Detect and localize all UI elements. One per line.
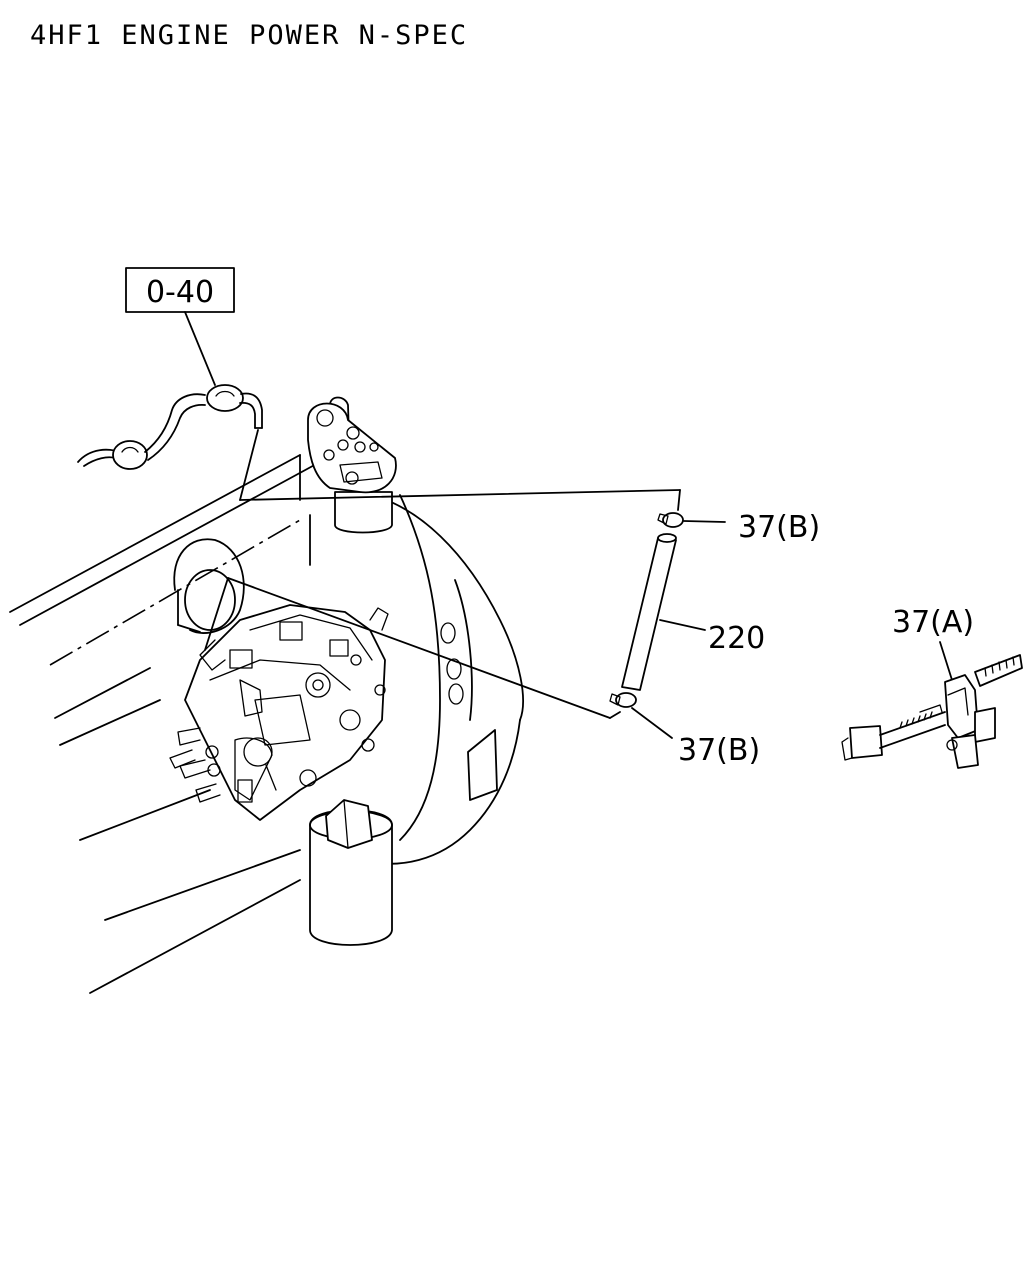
clip-37b-top — [657, 512, 684, 528]
callout-37a[interactable]: 37(A) — [892, 605, 974, 640]
callout-220[interactable]: 220 — [708, 621, 765, 656]
front-pulley — [173, 538, 245, 634]
fuel-filter-top — [307, 402, 397, 534]
callout-ref-box[interactable]: 0-40 — [125, 267, 235, 313]
callout-37b-top[interactable]: 37(B) — [738, 510, 820, 545]
clip-37b-bottom — [609, 692, 637, 708]
leader-lines — [184, 311, 953, 739]
callout-37b-bottom[interactable]: 37(B) — [678, 733, 760, 768]
clip-37a — [841, 654, 1023, 769]
ref-box-label: 0-40 — [146, 275, 214, 310]
engine-block-outline — [9, 454, 321, 994]
fuel-hose-upper — [77, 384, 263, 501]
ref-box-frame — [125, 267, 235, 313]
oil-filter-bottom — [309, 799, 393, 946]
hose-220 — [621, 533, 677, 691]
diagram-title: 4HF1 ENGINE POWER N-SPEC — [30, 20, 469, 51]
injection-pump — [169, 604, 389, 821]
